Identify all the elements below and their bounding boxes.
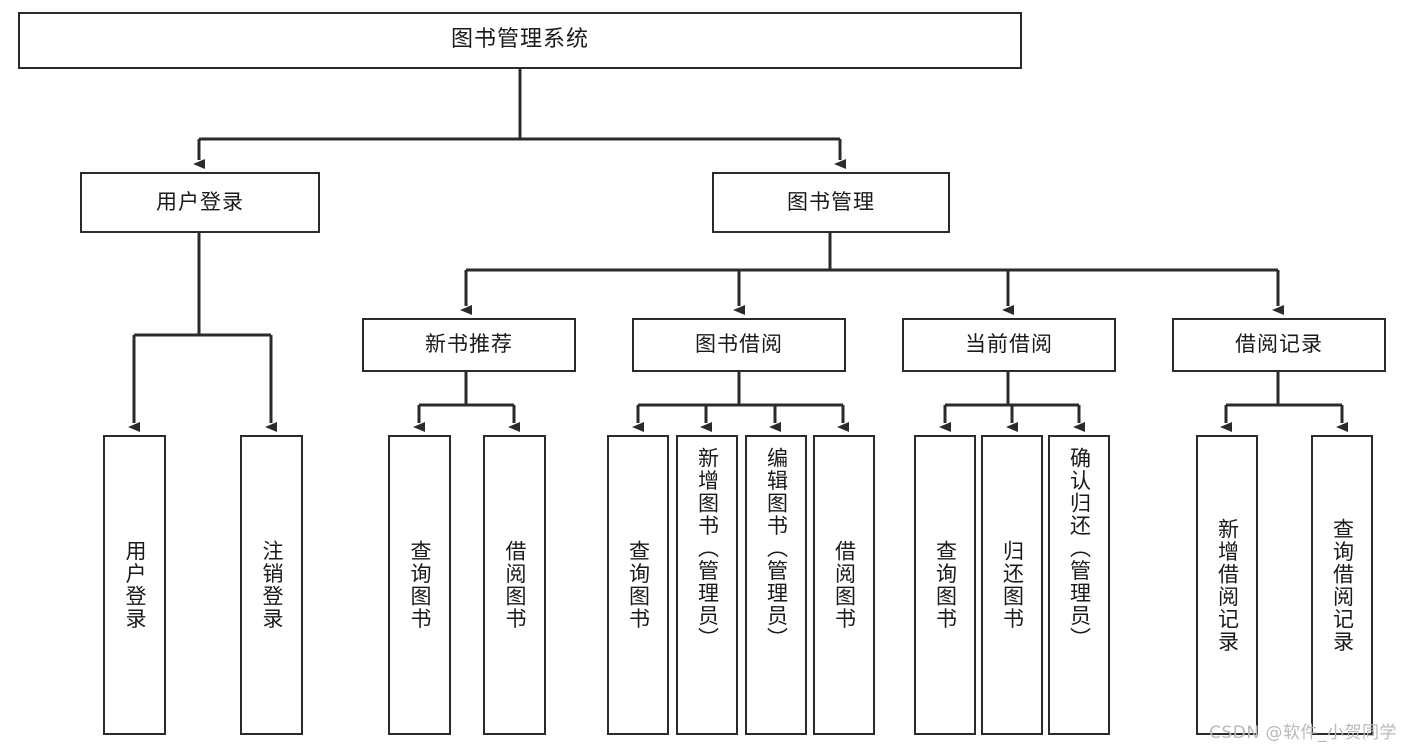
leaf-current-borrow-query[interactable]: 查询图书 (914, 435, 976, 735)
leaf-borrow-record-add[interactable]: 新增借阅记录 (1196, 435, 1258, 735)
leaf-book-borrow-borrow[interactable]: 借阅图书 (813, 435, 875, 735)
leaf-new-book-borrow[interactable]: 借阅图书 (483, 435, 546, 735)
leaf-book-borrow-add[interactable]: 新增图书（管理员） (676, 435, 738, 735)
leaf-label: 借阅图书 (832, 540, 857, 630)
leaf-label: 查询图书 (933, 540, 958, 630)
node-user-login[interactable]: 用户登录 (80, 172, 320, 233)
leaf-label: 查询图书 (626, 540, 651, 630)
node-book-management-label: 图书管理 (787, 189, 875, 214)
leaf-borrow-record-query[interactable]: 查询借阅记录 (1311, 435, 1373, 735)
leaf-label: 确认归还（管理员） (1067, 447, 1092, 650)
leaf-label: 编辑图书（管理员） (764, 447, 789, 650)
node-user-login-label: 用户登录 (156, 189, 244, 214)
leaf-label: 查询图书 (408, 540, 432, 630)
node-new-book-recommend-label: 新书推荐 (425, 332, 513, 357)
watermark: CSDN @软件_小贺同学 (1209, 723, 1397, 743)
leaf-label: 用户登录 (123, 540, 147, 630)
node-new-book-recommend[interactable]: 新书推荐 (362, 318, 576, 372)
node-borrow-record-label: 借阅记录 (1235, 332, 1323, 357)
leaf-label: 借阅图书 (503, 540, 527, 630)
node-root[interactable]: 图书管理系统 (18, 12, 1022, 69)
node-root-label: 图书管理系统 (450, 27, 589, 53)
node-current-borrow[interactable]: 当前借阅 (902, 318, 1116, 372)
leaf-label: 注销登录 (260, 540, 284, 630)
leaf-label: 新增借阅记录 (1215, 517, 1240, 653)
node-book-borrow-label: 图书借阅 (695, 332, 783, 357)
leaf-current-borrow-return[interactable]: 归还图书 (981, 435, 1043, 735)
leaf-user-login-login[interactable]: 用户登录 (103, 435, 166, 735)
node-book-borrow[interactable]: 图书借阅 (632, 318, 846, 372)
node-current-borrow-label: 当前借阅 (965, 332, 1053, 357)
leaf-book-borrow-edit[interactable]: 编辑图书（管理员） (745, 435, 807, 735)
leaf-current-borrow-confirm[interactable]: 确认归还（管理员） (1048, 435, 1110, 735)
leaf-label: 新增图书（管理员） (695, 447, 720, 650)
leaf-book-borrow-query[interactable]: 查询图书 (607, 435, 669, 735)
leaf-label: 查询借阅记录 (1330, 517, 1355, 653)
leaf-user-login-logout[interactable]: 注销登录 (240, 435, 303, 735)
leaf-label: 归还图书 (1000, 540, 1025, 630)
node-book-management[interactable]: 图书管理 (712, 172, 950, 233)
node-borrow-record[interactable]: 借阅记录 (1172, 318, 1386, 372)
leaf-new-book-query[interactable]: 查询图书 (388, 435, 451, 735)
